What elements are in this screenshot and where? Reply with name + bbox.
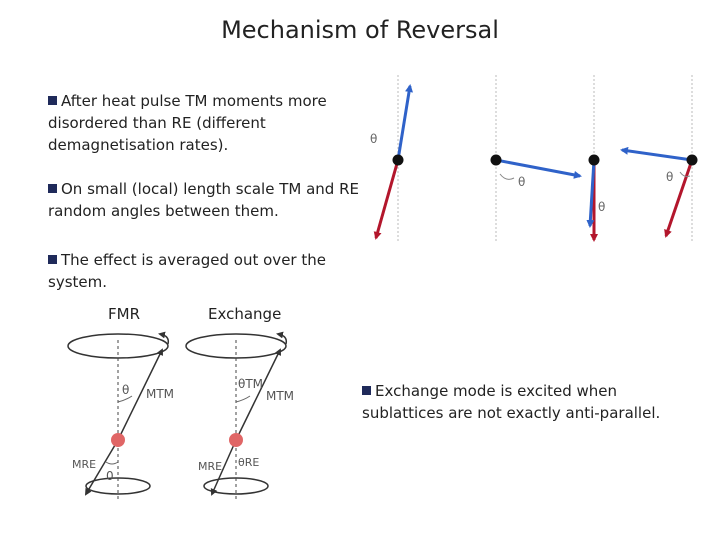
pivot-dot — [588, 154, 600, 166]
bullet-text: The effect is averaged out over the syst… — [48, 251, 326, 291]
angle-arc — [105, 461, 119, 465]
bullet-square-icon — [48, 96, 57, 105]
pivot-dot — [686, 154, 698, 166]
fmr-label: FMR — [108, 305, 140, 323]
spin-config-2: θ — [490, 75, 582, 242]
theta-label: θ — [598, 200, 605, 214]
pivot-dot — [490, 154, 502, 166]
bullet-averaged: The effect is averaged out over the syst… — [48, 249, 378, 293]
spin-config-1: θ — [370, 75, 413, 242]
bullet-text: On small (local) length scale TM and RE … — [48, 180, 359, 220]
bullet-square-icon — [362, 386, 371, 395]
zero-label: 0 — [106, 469, 114, 483]
precession-center-dot — [229, 433, 243, 447]
fmr-precession-diagram: θ MTM MRE 0 — [67, 331, 174, 500]
spin-config-4: θ — [620, 75, 698, 242]
angle-arc — [679, 171, 691, 177]
theta-label: θ — [518, 175, 525, 189]
page-title: Mechanism of Reversal — [221, 16, 499, 44]
tm-moment-arrow — [586, 159, 596, 228]
bullet-heat-pulse: After heat pulse TM moments more disorde… — [48, 90, 378, 156]
mre-arrow — [84, 439, 119, 496]
mtm-arrow — [235, 348, 281, 441]
bullet-text: After heat pulse TM moments more disorde… — [48, 92, 327, 154]
spin-config-3: θ — [586, 75, 605, 242]
tm-moment-arrow — [620, 146, 693, 162]
exchange-label: Exchange — [208, 305, 282, 323]
bullet-exchange-mode: Exchange mode is excited when sublattice… — [362, 380, 692, 424]
exchange-precession-diagram: θTM MTM MRE θRE — [185, 331, 294, 500]
angle-arc — [117, 395, 133, 403]
mtm-arrow — [117, 348, 163, 441]
mre-arrow — [210, 439, 237, 496]
theta-label: θ — [370, 132, 377, 146]
theta-label: θ — [666, 170, 673, 184]
bullet-local-scale: On small (local) length scale TM and RE … — [48, 178, 378, 222]
precession-center-dot — [111, 433, 125, 447]
bullet-text: Exchange mode is excited when sublattice… — [362, 382, 661, 422]
angle-arc — [235, 395, 251, 403]
theta-re-label: θRE — [238, 456, 259, 469]
precession-arrow — [158, 331, 170, 345]
mre-label: MRE — [198, 460, 222, 473]
theta-label: θ — [122, 383, 129, 397]
re-moment-arrow — [664, 159, 694, 238]
theta-tm-label: θTM — [238, 377, 263, 391]
precession-arrow — [276, 331, 288, 345]
tm-moment-arrow — [495, 158, 582, 179]
mtm-label: MTM — [146, 387, 174, 401]
bullet-square-icon — [48, 255, 57, 264]
bullet-square-icon — [48, 184, 57, 193]
pivot-dot — [392, 154, 404, 166]
tm-moment-arrow — [396, 84, 413, 161]
mtm-label: MTM — [266, 389, 294, 403]
angle-arc — [499, 173, 515, 180]
re-moment-arrow — [373, 159, 400, 240]
mre-label: MRE — [72, 458, 96, 471]
